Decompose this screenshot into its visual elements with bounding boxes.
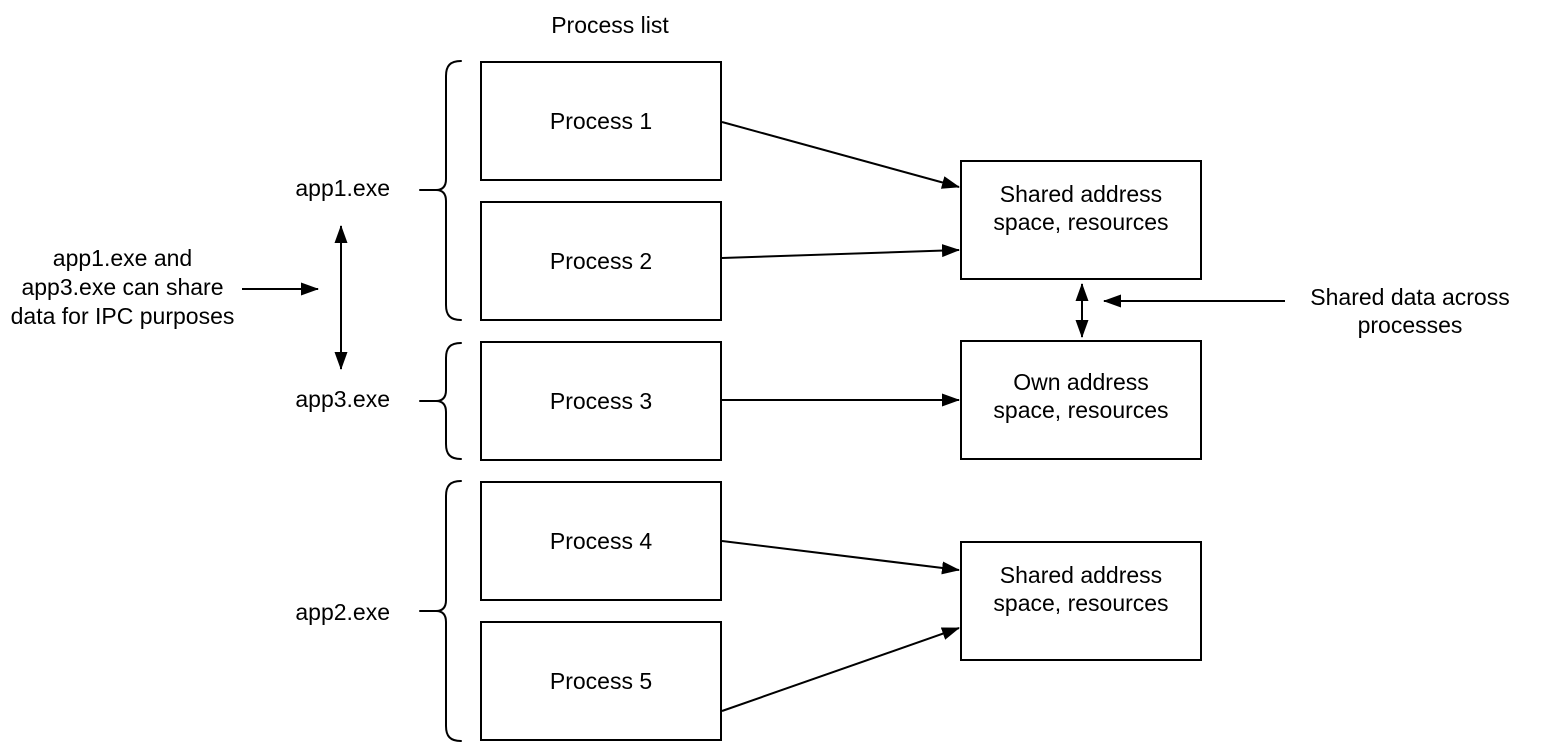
shared-address-space-box-bottom: Shared address space, resources xyxy=(960,541,1202,661)
process-box-5: Process 5 xyxy=(480,621,722,741)
shared-data-annotation: Shared data across processes xyxy=(1310,284,1510,338)
process-label: Process 4 xyxy=(549,528,653,554)
brace-app2-group xyxy=(435,480,462,742)
process-box-2: Process 2 xyxy=(480,201,722,321)
arrow-process5-to-shared-bottom xyxy=(721,627,960,712)
brace-app1-group xyxy=(435,60,462,321)
process-label: Process 3 xyxy=(549,388,653,414)
arrow-process1-to-shared-top xyxy=(721,121,960,189)
ipc-annotation: app1.exe and app3.exe can share data for… xyxy=(10,245,235,329)
address-space-label: Own address space, resources xyxy=(993,369,1169,423)
address-space-label: Shared address space, resources xyxy=(993,181,1169,235)
address-space-label: Shared address space, resources xyxy=(993,562,1169,616)
shared-address-space-box-top: Shared address space, resources xyxy=(960,160,1202,280)
process-label: Process 2 xyxy=(549,248,653,274)
arrow-process4-to-shared-bottom xyxy=(721,540,960,575)
group-label-app3: app3.exe xyxy=(295,386,390,412)
process-box-3: Process 3 xyxy=(480,341,722,461)
brace-app3-group xyxy=(435,342,462,460)
process-label: Process 1 xyxy=(549,108,653,134)
process-box-1: Process 1 xyxy=(480,61,722,181)
process-label: Process 5 xyxy=(549,668,653,694)
group-label-app2: app2.exe xyxy=(295,599,390,625)
process-box-4: Process 4 xyxy=(480,481,722,601)
group-label-app1: app1.exe xyxy=(295,175,390,201)
own-address-space-box: Own address space, resources xyxy=(960,340,1202,460)
process-list-title: Process list xyxy=(551,12,669,38)
arrow-process2-to-shared-top xyxy=(721,244,960,259)
